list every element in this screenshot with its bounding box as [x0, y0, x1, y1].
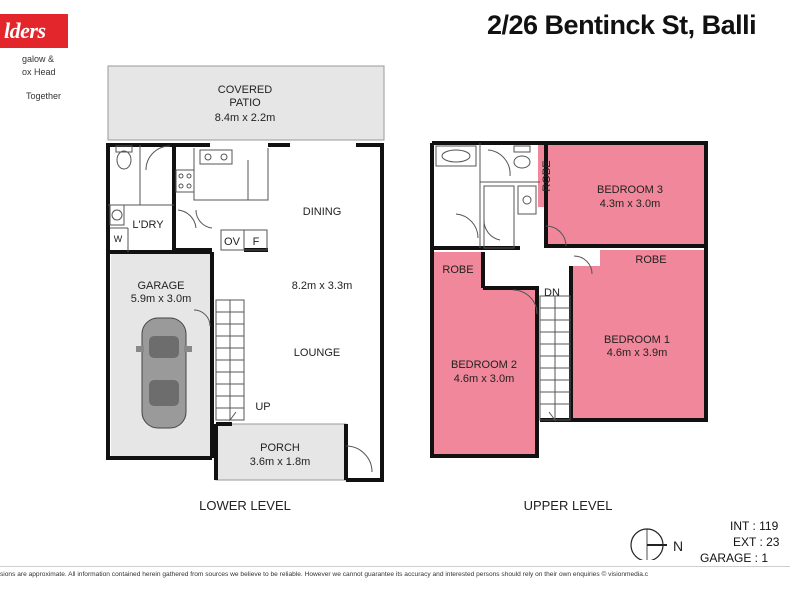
- bedroom-1-label: BEDROOM 1: [604, 334, 670, 346]
- compass-north-label: N: [673, 538, 683, 554]
- bedroom-1-fill: [571, 266, 704, 420]
- bedroom-3-label: BEDROOM 3: [597, 184, 663, 196]
- patio-label-1: COVERED: [218, 84, 272, 96]
- lower-level-label: LOWER LEVEL: [199, 498, 291, 513]
- lower-fixtures: [108, 145, 373, 473]
- garage-area: GARAGE : 1: [700, 551, 769, 565]
- robe-left-label: ROBE: [442, 264, 473, 276]
- bedroom-2-label: BEDROOM 2: [451, 359, 517, 371]
- dining-label: DINING: [303, 206, 342, 218]
- external-area: EXT : 23: [733, 535, 780, 549]
- upper-level-label: UPPER LEVEL: [524, 498, 613, 513]
- washer-label: W: [114, 234, 123, 244]
- floor-plan: COVERED PATIO 8.4m x 2.2m DINING 8.2m x …: [106, 65, 708, 560]
- bedroom-3-fill: [548, 145, 704, 246]
- bedroom-1-dims: 4.6m x 3.9m: [607, 347, 668, 359]
- bedroom-2-dims: 4.6m x 3.0m: [454, 373, 515, 385]
- property-address: 2/26 Bentinck St, Balli: [487, 10, 757, 40]
- covered-patio-area: [107, 65, 385, 141]
- brand-line-3: Together: [26, 91, 62, 101]
- agency-logo: lders: [0, 14, 68, 48]
- patio-dims: 8.4m x 2.2m: [215, 112, 276, 124]
- car-icon: [136, 317, 192, 429]
- stairs-down-label: DN: [544, 287, 560, 299]
- footer-divider: [0, 566, 790, 567]
- garage-dims: 5.9m x 3.0m: [131, 293, 192, 305]
- logo-text: lders: [4, 18, 46, 43]
- compass-icon: [630, 528, 667, 560]
- robe-vertical-label: ROBE: [541, 160, 553, 191]
- disclaimer-text: sions are approximate. All information c…: [0, 571, 649, 578]
- porch-dims: 3.6m x 1.8m: [250, 456, 311, 468]
- living-dims: 8.2m x 3.3m: [292, 280, 353, 292]
- brand-line-1: galow &: [22, 54, 55, 64]
- bedroom-3-dims: 4.3m x 3.0m: [600, 198, 661, 210]
- fridge-label: F: [253, 236, 260, 248]
- porch-label: PORCH: [260, 442, 300, 454]
- patio-label-2: PATIO: [229, 97, 261, 109]
- laundry-label: L'DRY: [132, 219, 164, 231]
- oven-label: OV: [224, 236, 241, 248]
- bedroom-2-fill: [433, 288, 537, 454]
- robe-right-fill: [600, 250, 704, 268]
- internal-area: INT : 119: [730, 519, 779, 533]
- lower-walls: [106, 143, 384, 482]
- brand-line-2: ox Head: [22, 67, 56, 77]
- garage-label: GARAGE: [137, 280, 184, 292]
- lounge-label: LOUNGE: [294, 347, 340, 359]
- upper-walls: [430, 141, 708, 458]
- porch-floor: [215, 423, 347, 481]
- robe-right-label: ROBE: [635, 254, 666, 266]
- robe-left-fill: [433, 252, 483, 288]
- stairs-up-label: UP: [255, 401, 270, 413]
- upper-fixtures: [435, 143, 593, 422]
